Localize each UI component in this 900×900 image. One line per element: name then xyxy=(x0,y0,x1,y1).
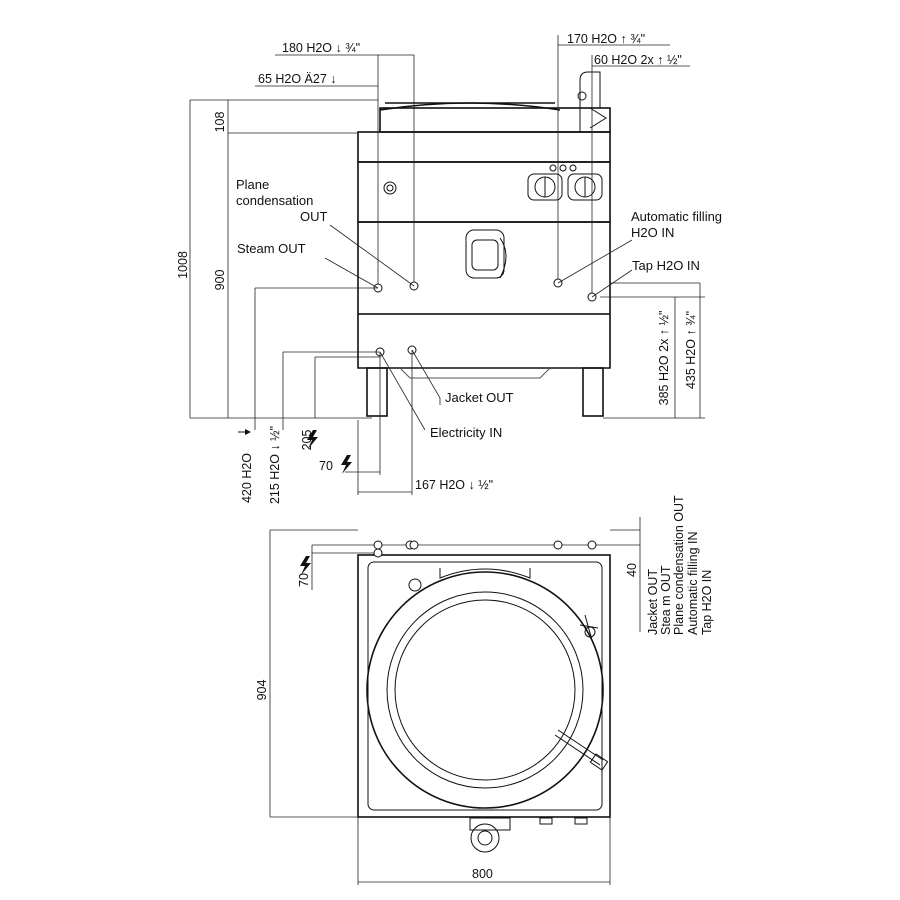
label-170-h2o: 170 H2O ↑ ¾" xyxy=(567,32,645,46)
port-list-item: Plane condensation OUT xyxy=(672,495,686,635)
label-automatic-filling: Automatic filling H2O IN xyxy=(631,209,726,240)
port-list-item: Automatic filling IN xyxy=(686,531,700,635)
label-180-h2o: 180 H2O ↓ ¾" xyxy=(282,41,360,55)
dim-900: 900 xyxy=(213,270,227,291)
drain-tap xyxy=(465,229,507,279)
port-list-item: Jacket OUT xyxy=(646,569,660,635)
control-knob-right xyxy=(567,173,603,201)
dim-904: 904 xyxy=(255,680,269,701)
label-steam-out: Steam OUT xyxy=(237,241,306,256)
lightning-bolt-icon xyxy=(307,430,318,449)
dim-70: 70 xyxy=(319,459,333,473)
label-tap-h2o-in: Tap H2O IN xyxy=(632,258,700,273)
water-faucet xyxy=(577,71,610,132)
dim-215-h2o: 215 H2O ↓ ½" xyxy=(268,426,282,504)
lightning-bolt-icon xyxy=(300,556,311,575)
control-knob-left xyxy=(527,173,563,201)
port-list-item: Tap H2O IN xyxy=(700,570,714,635)
top-view xyxy=(269,517,641,885)
label-60-h2o: 60 H2O 2x ↑ ½" xyxy=(594,53,682,67)
front-view xyxy=(189,35,705,495)
main-body xyxy=(357,221,611,315)
label-jacket-out: Jacket OUT xyxy=(445,390,514,405)
upper-panel xyxy=(357,131,611,163)
dim-435-h2o: 435 H2O ↑ ¾" xyxy=(684,311,698,389)
dim-385-h2o: 385 H2O 2x ↑ ½" xyxy=(657,311,671,406)
lightning-bolt-icon xyxy=(341,455,352,474)
leg-right xyxy=(582,367,604,417)
kettle-bowl xyxy=(366,571,604,809)
dim-70-top: 70 xyxy=(297,573,311,587)
port-list-item: Stea m OUT xyxy=(659,565,673,635)
lid-dome xyxy=(379,102,561,111)
indicator-lamp xyxy=(383,181,397,195)
label-plane-condensation: Plane condensation OUT xyxy=(236,177,328,224)
label-electricity-in: Electricity IN xyxy=(430,425,502,440)
label-65-h2o: 65 H2O Ä27 ↓ xyxy=(258,72,337,86)
dim-800: 800 xyxy=(472,867,493,881)
dim-167-h2o: 167 H2O ↓ ½" xyxy=(415,478,493,492)
leg-left xyxy=(366,367,388,417)
dim-1008: 1008 xyxy=(176,251,190,279)
front-tap-top xyxy=(469,817,511,853)
dim-40-top: 40 xyxy=(625,563,639,577)
top-outline xyxy=(357,554,611,818)
dim-420-h2o: 420 H2O xyxy=(240,453,254,503)
dim-108: 108 xyxy=(213,112,227,133)
base-cabinet xyxy=(357,314,611,369)
